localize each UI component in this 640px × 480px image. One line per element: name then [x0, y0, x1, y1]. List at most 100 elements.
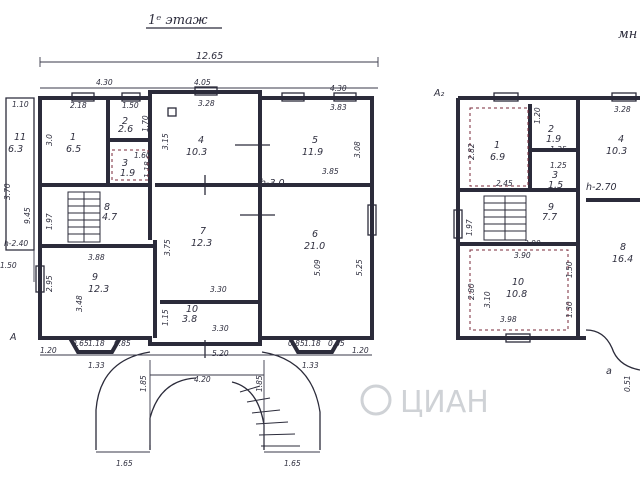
watermark-logo-icon: [360, 384, 392, 416]
room-area: 4.7: [102, 212, 117, 223]
dim-label: 1.25: [550, 145, 567, 154]
room-number: 4: [198, 135, 204, 146]
window-mark: [281, 92, 305, 102]
staircase: [483, 195, 527, 241]
floor-title-right: мн: [618, 27, 637, 42]
room-area: 10.3: [186, 147, 207, 158]
dim-label: 2.82: [467, 143, 476, 160]
room-area: 3.8: [182, 314, 197, 325]
room-area: 1.9: [546, 134, 561, 145]
dim-label: 2.80: [467, 283, 476, 300]
dim-label: 1.10: [12, 100, 29, 109]
room-number: 2: [122, 116, 128, 127]
dim-label: 1.97: [465, 219, 474, 236]
outer-wall: [38, 90, 374, 346]
room-number: 10: [186, 304, 198, 315]
room-area: 16.4: [612, 254, 633, 265]
room-area: 10.8: [506, 289, 527, 300]
room-number: 1: [494, 140, 500, 151]
room-number: 6: [312, 229, 318, 240]
bay-window-right: [288, 337, 342, 354]
dim-label: 1.50: [0, 261, 17, 270]
dim-label: 4.30: [330, 84, 347, 93]
vent-mark: [167, 107, 177, 117]
dim-label: 3.88: [88, 253, 105, 262]
dim-label: 3.98: [500, 315, 517, 324]
dim-label: 1.18: [143, 161, 152, 178]
window-mark: [611, 92, 637, 102]
dim-label: 3.28: [198, 99, 215, 108]
room-number: 3: [552, 170, 558, 181]
dim-label: 3.90: [524, 239, 541, 248]
dim-label: 3.08: [353, 141, 362, 158]
dim-label: 4.30: [96, 78, 113, 87]
dim-label: 3.0: [45, 134, 54, 146]
dim-label: h-2.40: [4, 239, 28, 248]
dim-label: 3.30: [210, 285, 227, 294]
dim-label: 3.75: [163, 239, 172, 256]
window-mark: [493, 92, 519, 102]
dim-label: 1.30: [565, 301, 574, 318]
room-number: 8: [620, 242, 626, 253]
dim-label: 3.15: [161, 133, 170, 150]
porch-stairs: [239, 385, 300, 447]
room-number: 8: [104, 202, 110, 213]
dim-label: 5.20: [212, 349, 229, 358]
stair-step: [246, 397, 271, 403]
room-area: 6.9: [490, 152, 505, 163]
window-mark: [71, 92, 95, 102]
room-area: 1.9: [120, 168, 135, 179]
watermark-text: ЦИАН: [400, 385, 489, 420]
dim-label: 5.25: [355, 259, 364, 276]
porch-arc-left: [95, 351, 151, 450]
dim-label: 1.25: [550, 161, 567, 170]
dim-label: 3.90: [514, 251, 531, 260]
closet-outline: [111, 149, 149, 181]
overall-width-label: 12.65: [196, 51, 223, 62]
left-floor-plan: 12.65 4.30 4.05 4.30: [0, 51, 379, 468]
dim-label: 0.85: [288, 339, 305, 348]
room-outline: [469, 249, 569, 331]
floor-title-left: 1ᵉ этаж: [148, 13, 208, 28]
dim-label: 3.28: [614, 105, 631, 114]
dim-label: 1.20: [352, 346, 369, 355]
dim-label: 0.65: [328, 339, 345, 348]
room-area: 12.3: [88, 284, 109, 295]
dim-label: 1.20: [40, 346, 57, 355]
dim-label: 2.18: [70, 101, 87, 110]
room-number: 1: [70, 132, 76, 143]
room-number: 4: [618, 134, 624, 145]
dim-label: 1.70: [141, 115, 150, 132]
ceiling-height: h-3.0: [260, 178, 285, 189]
room-area: 21.0: [304, 241, 325, 252]
dim-label: 2.45: [496, 179, 513, 188]
room-number: 7: [200, 226, 206, 237]
dim-label: 3.10: [483, 291, 492, 308]
dim-label: 3.48: [75, 295, 84, 312]
room-area: 6.3: [8, 144, 23, 155]
dim-label: 1.18: [304, 339, 321, 348]
dim-label: 5.09: [313, 259, 322, 276]
room-area: 1.5: [548, 180, 563, 191]
room-number: 10: [512, 277, 524, 288]
stair-step: [251, 409, 281, 414]
room-area: 2.6: [118, 124, 133, 135]
window-mark: [121, 92, 141, 102]
room-area: 6.5: [66, 144, 81, 155]
right-floor-plan: А₂ а 1 6.9 2 1.9 3 1.5 4 10.3 8 16.4 9 7…: [433, 88, 640, 392]
dim-label: 4.20: [194, 375, 211, 384]
room-area: 11.9: [302, 147, 323, 158]
outer-wall: [456, 96, 640, 340]
axis-mark-a: А: [9, 332, 17, 343]
staircase: [67, 191, 101, 243]
dim-label: 9.45: [23, 207, 32, 224]
dim-label: 1.18: [88, 339, 105, 348]
bay-window-left: [68, 337, 122, 354]
dim-label: 1.60: [134, 151, 151, 160]
dim-label: 1.85: [255, 375, 264, 392]
room-number: 11: [14, 132, 26, 143]
watermark: ЦИАН: [360, 384, 489, 420]
dim-label: 1.50: [565, 261, 574, 278]
window-mark: [194, 86, 218, 96]
porch-arc-left-inner: [149, 377, 197, 450]
